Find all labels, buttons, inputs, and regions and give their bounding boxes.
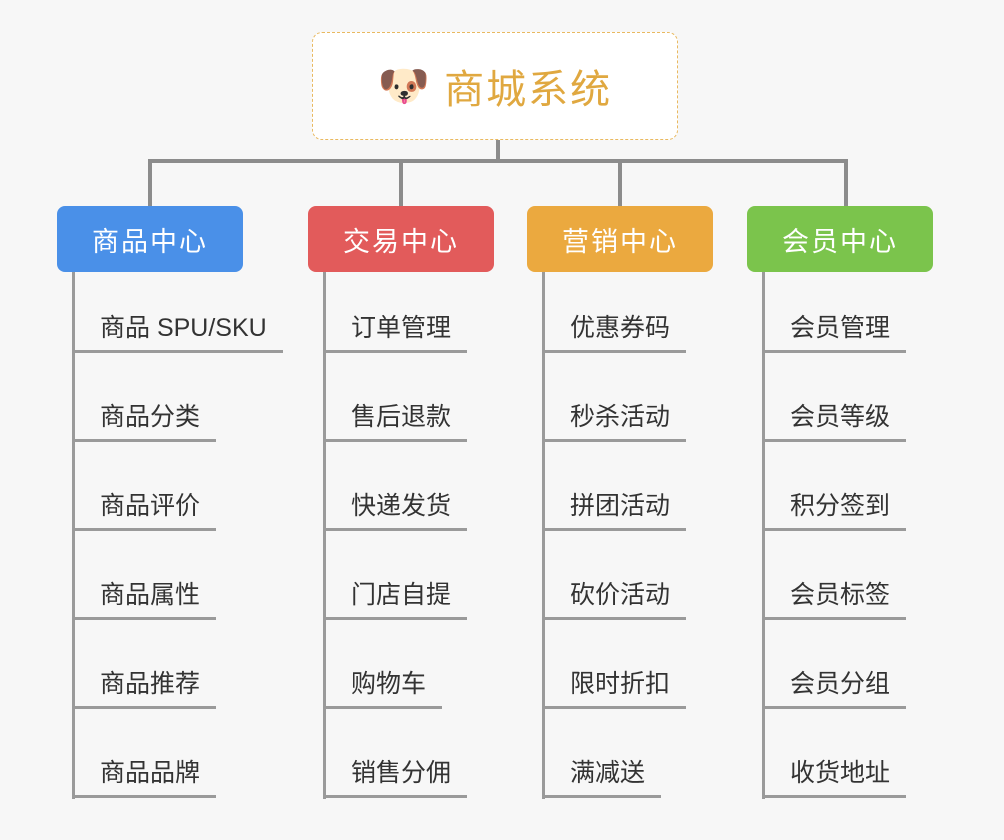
leaf-label: 快递发货 — [351, 492, 452, 520]
category-box-marketing-center[interactable]: 营销中心 — [527, 206, 713, 272]
category-label: 营销中心 — [562, 226, 678, 257]
category-label: 交易中心 — [343, 226, 459, 257]
connector-drop-marketing-center — [618, 159, 622, 206]
leaf-label: 砍价活动 — [570, 581, 671, 609]
leaf-label: 订单管理 — [351, 314, 452, 342]
leaf-label: 购物车 — [351, 670, 427, 698]
category-box-product-center[interactable]: 商品中心 — [57, 206, 243, 272]
category-box-member-center[interactable]: 会员中心 — [747, 206, 933, 272]
connector-drop-trade-center — [399, 159, 403, 206]
trunk-line-member-center — [762, 272, 765, 799]
leaf-label: 满减送 — [570, 759, 646, 787]
leaf-label: 拼团活动 — [570, 492, 671, 520]
category-label: 会员中心 — [782, 226, 898, 257]
leaf-label: 会员管理 — [790, 314, 891, 342]
leaf-label: 商品评价 — [100, 492, 201, 520]
leaf-label: 收货地址 — [790, 759, 891, 787]
leaf-label: 限时折扣 — [570, 670, 671, 698]
connector-drop-product-center — [148, 159, 152, 206]
leaf-label: 商品属性 — [100, 581, 201, 609]
root-node-title: 商城系统 — [444, 68, 613, 112]
category-label: 商品中心 — [92, 226, 208, 257]
leaf-label: 优惠券码 — [570, 314, 671, 342]
trunk-line-marketing-center — [542, 272, 545, 799]
trunk-line-trade-center — [323, 272, 326, 799]
leaf-label: 商品分类 — [100, 403, 201, 431]
leaf-label: 售后退款 — [351, 403, 452, 431]
leaf-label: 会员分组 — [790, 670, 891, 698]
leaf-label: 商品品牌 — [100, 759, 201, 787]
leaf-label: 商品推荐 — [100, 670, 201, 698]
connector-drop-member-center — [844, 159, 848, 206]
category-box-trade-center[interactable]: 交易中心 — [308, 206, 494, 272]
dog-face-icon: 🐶 — [377, 62, 431, 109]
trunk-line-product-center — [72, 272, 75, 799]
leaf-label: 秒杀活动 — [570, 403, 671, 431]
leaf-label: 销售分佣 — [351, 759, 452, 787]
leaf-label: 门店自提 — [351, 581, 452, 609]
leaf-label: 积分签到 — [790, 492, 891, 520]
leaf-label: 会员等级 — [790, 403, 891, 431]
root-node-shop-system[interactable]: 🐶 商城系统 — [312, 32, 678, 140]
leaf-label: 会员标签 — [790, 581, 891, 609]
connector-horizontal-bus — [148, 159, 848, 163]
connector-root-stem — [496, 140, 500, 162]
leaf-label: 商品 SPU/SKU — [100, 314, 267, 342]
